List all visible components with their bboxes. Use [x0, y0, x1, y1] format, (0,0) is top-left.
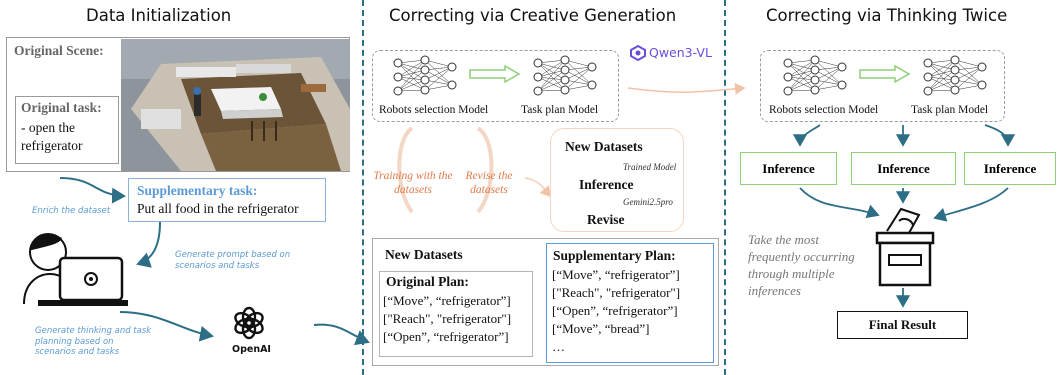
- original-plan-list: [“Move”, “refrigerator”] ["Reach", "refr…: [383, 292, 511, 346]
- title-thinking-twice: Correcting via Thinking Twice: [766, 6, 1008, 25]
- neural-net-icon-robots: [393, 55, 457, 96]
- green-arrow-icon-2: [859, 65, 911, 83]
- supp-plan-line: [“Move”, “refrigerator”]: [552, 267, 680, 282]
- new-datasets-panel: New Datasets Original Plan: [“Move”, “re…: [372, 238, 719, 366]
- task-plan-model-label-2: Task plan Model: [911, 104, 989, 116]
- task-plan-model-label: Task plan Model: [521, 104, 599, 116]
- original-task-value: - open the refrigerator: [21, 120, 83, 153]
- final-result-label: Final Result: [868, 317, 937, 332]
- original-plan-box: Original Plan: [“Move”, “refrigerator”] …: [379, 271, 533, 357]
- revise-cycle-box: New Datasets Trained Model Inference Gem…: [550, 128, 684, 232]
- cycle-new-datasets: New Datasets: [565, 139, 643, 154]
- supp-plan-line: ["Reach", "refrigerator"]: [552, 285, 681, 300]
- divider-left: [362, 0, 364, 375]
- neural-net-icon-task-2: [923, 55, 987, 96]
- cycle-inference: Inference: [579, 177, 634, 192]
- cycle-gemini: Gemini2.5pro: [623, 197, 673, 207]
- original-plan-line: [“Move”, “refrigerator”]: [383, 293, 511, 308]
- final-result-box: Final Result: [837, 311, 968, 339]
- title-data-initialization: Data Initialization: [86, 6, 232, 25]
- robots-selection-model-label: Robots selection Model: [379, 104, 489, 116]
- model-pair-panel-creative: Robots selection Model Task plan Model: [372, 50, 619, 122]
- inference-box-3: Inference: [964, 152, 1056, 185]
- green-arrow-icon: [469, 65, 521, 83]
- title-creative-generation: Correcting via Creative Generation: [389, 6, 677, 25]
- robots-selection-model-label-2: Robots selection Model: [769, 104, 879, 116]
- new-datasets-title: New Datasets: [385, 247, 463, 262]
- cycle-trained-model: Trained Model: [623, 162, 677, 172]
- supplementary-task-value: Put all food in the refrigerator: [137, 201, 299, 216]
- kitchen-scene-image: [121, 39, 350, 171]
- note-generate-prompt: Generate prompt based on scenarios and t…: [175, 250, 291, 271]
- supplementary-plan-list: [“Move”, “refrigerator”] ["Reach", "refr…: [552, 266, 680, 356]
- qwen-label: Qwen3-VL: [649, 45, 712, 60]
- original-task-label: Original task:: [21, 100, 102, 115]
- training-note: Training with the datasets: [373, 170, 453, 196]
- note-generate-thinking: Generate thinking and task planning base…: [35, 326, 152, 358]
- original-plan-title: Original Plan:: [386, 274, 469, 289]
- divider-right: [724, 0, 726, 375]
- ballot-box-icon: [875, 207, 935, 287]
- supp-plan-line: [“Open”, “refrigerator”]: [552, 303, 678, 318]
- supp-plan-line: …: [552, 339, 565, 354]
- note-enrich-dataset: Enrich the dataset: [32, 206, 111, 216]
- openai-icon: [234, 306, 264, 340]
- supplementary-plan-title: Supplementary Plan:: [553, 248, 676, 263]
- supplementary-plan-box: Supplementary Plan: [“Move”, “refrigerat…: [546, 243, 714, 363]
- supplementary-task-label: Supplementary task:: [137, 183, 258, 198]
- openai-label: OpenAI: [232, 344, 271, 355]
- person-laptop-icon: [23, 233, 128, 306]
- neural-net-icon-robots-2: [783, 55, 847, 96]
- inference-box-1: Inference: [740, 152, 837, 185]
- original-task-box: Original task: - open the refrigerator: [15, 96, 119, 164]
- original-scene-panel: Original Scene: Original task: - open th…: [6, 37, 350, 172]
- qwen-logo-icon: [630, 45, 646, 61]
- model-pair-panel-thinking: Robots selection Model Task plan Model: [760, 50, 1005, 122]
- neural-net-icon-task: [533, 55, 597, 96]
- original-plan-line: ["Reach", "refrigerator"]: [383, 311, 512, 326]
- original-scene-label: Original Scene:: [14, 43, 104, 58]
- supp-plan-line: [“Move”, “bread”]: [552, 321, 650, 336]
- cycle-revise: Revise: [587, 212, 625, 227]
- supplementary-task-box: Supplementary task: Put all food in the …: [128, 178, 326, 222]
- inference-box-2: Inference: [851, 152, 956, 185]
- revise-note: Revise the datasets: [465, 170, 513, 196]
- original-plan-line: [“Open”, “refrigerator”]: [383, 329, 509, 344]
- take-most-frequent-note: Take the most frequently occurring throu…: [748, 232, 855, 298]
